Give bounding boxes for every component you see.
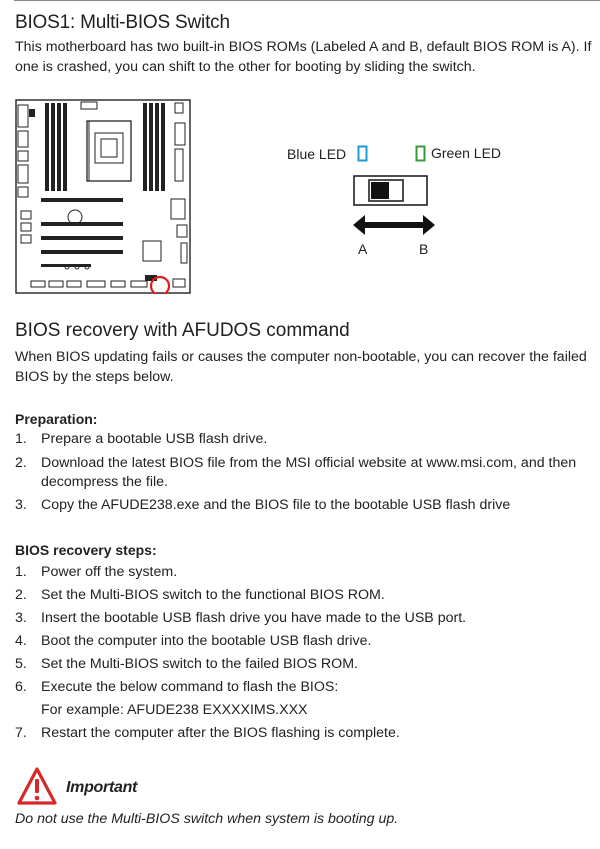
recovery-step: 6. Execute the below command to flash th… bbox=[15, 678, 595, 720]
double-arrow-icon bbox=[353, 215, 435, 235]
blue-led-icon bbox=[357, 145, 368, 162]
warning-icon bbox=[17, 767, 57, 805]
important-label: Important bbox=[66, 779, 138, 796]
recovery-step: 4. Boot the computer into the bootable U… bbox=[15, 633, 372, 649]
section-title-multi-bios: BIOS1: Multi-BIOS Switch bbox=[15, 12, 230, 33]
recovery-step: 7. Restart the computer after the BIOS f… bbox=[15, 725, 400, 741]
recovery-steps-list: 1. Power off the system. 2. Set the Mult… bbox=[15, 563, 595, 743]
recovery-steps-heading: BIOS recovery steps: bbox=[15, 542, 157, 558]
motherboard-diagram bbox=[15, 99, 191, 294]
preparation-list: 1. Prepare a bootable USB flash drive. 2… bbox=[15, 430, 595, 515]
preparation-heading: Preparation: bbox=[15, 411, 98, 427]
top-rule bbox=[14, 0, 600, 1]
recovery-step: 5. Set the Multi-BIOS switch to the fail… bbox=[15, 656, 358, 672]
green-led-label: Green LED bbox=[431, 145, 502, 161]
section-title-bios-recovery: BIOS recovery with AFUDOS command bbox=[15, 320, 350, 341]
bios-recovery-description: When BIOS updating fails or causes the c… bbox=[15, 349, 587, 385]
important-note: Do not use the Multi-BIOS switch when sy… bbox=[15, 811, 399, 827]
recovery-step: 2. Set the Multi-BIOS switch to the func… bbox=[15, 587, 385, 603]
blue-led-label: Blue LED bbox=[287, 146, 347, 162]
command-example: For example: AFUDE238 EXXXXIMS.XXX bbox=[41, 702, 308, 718]
preparation-step: 1. Prepare a bootable USB flash drive. bbox=[15, 431, 268, 447]
preparation-step: 3. Copy the AFUDE238.exe and the BIOS fi… bbox=[15, 497, 511, 513]
position-b-label: B bbox=[419, 241, 429, 257]
preparation-step: 2. Download the latest BIOS file from th… bbox=[15, 455, 577, 490]
multi-bios-switch-graphic bbox=[353, 175, 428, 206]
recovery-step: 1. Power off the system. bbox=[15, 564, 178, 580]
green-led-icon bbox=[415, 145, 426, 162]
bios-switch-highlight bbox=[149, 275, 171, 294]
position-a-label: A bbox=[358, 241, 368, 257]
multi-bios-description: This motherboard has two built-in BIOS R… bbox=[15, 39, 592, 75]
recovery-step: 3. Insert the bootable USB flash drive y… bbox=[15, 610, 467, 626]
